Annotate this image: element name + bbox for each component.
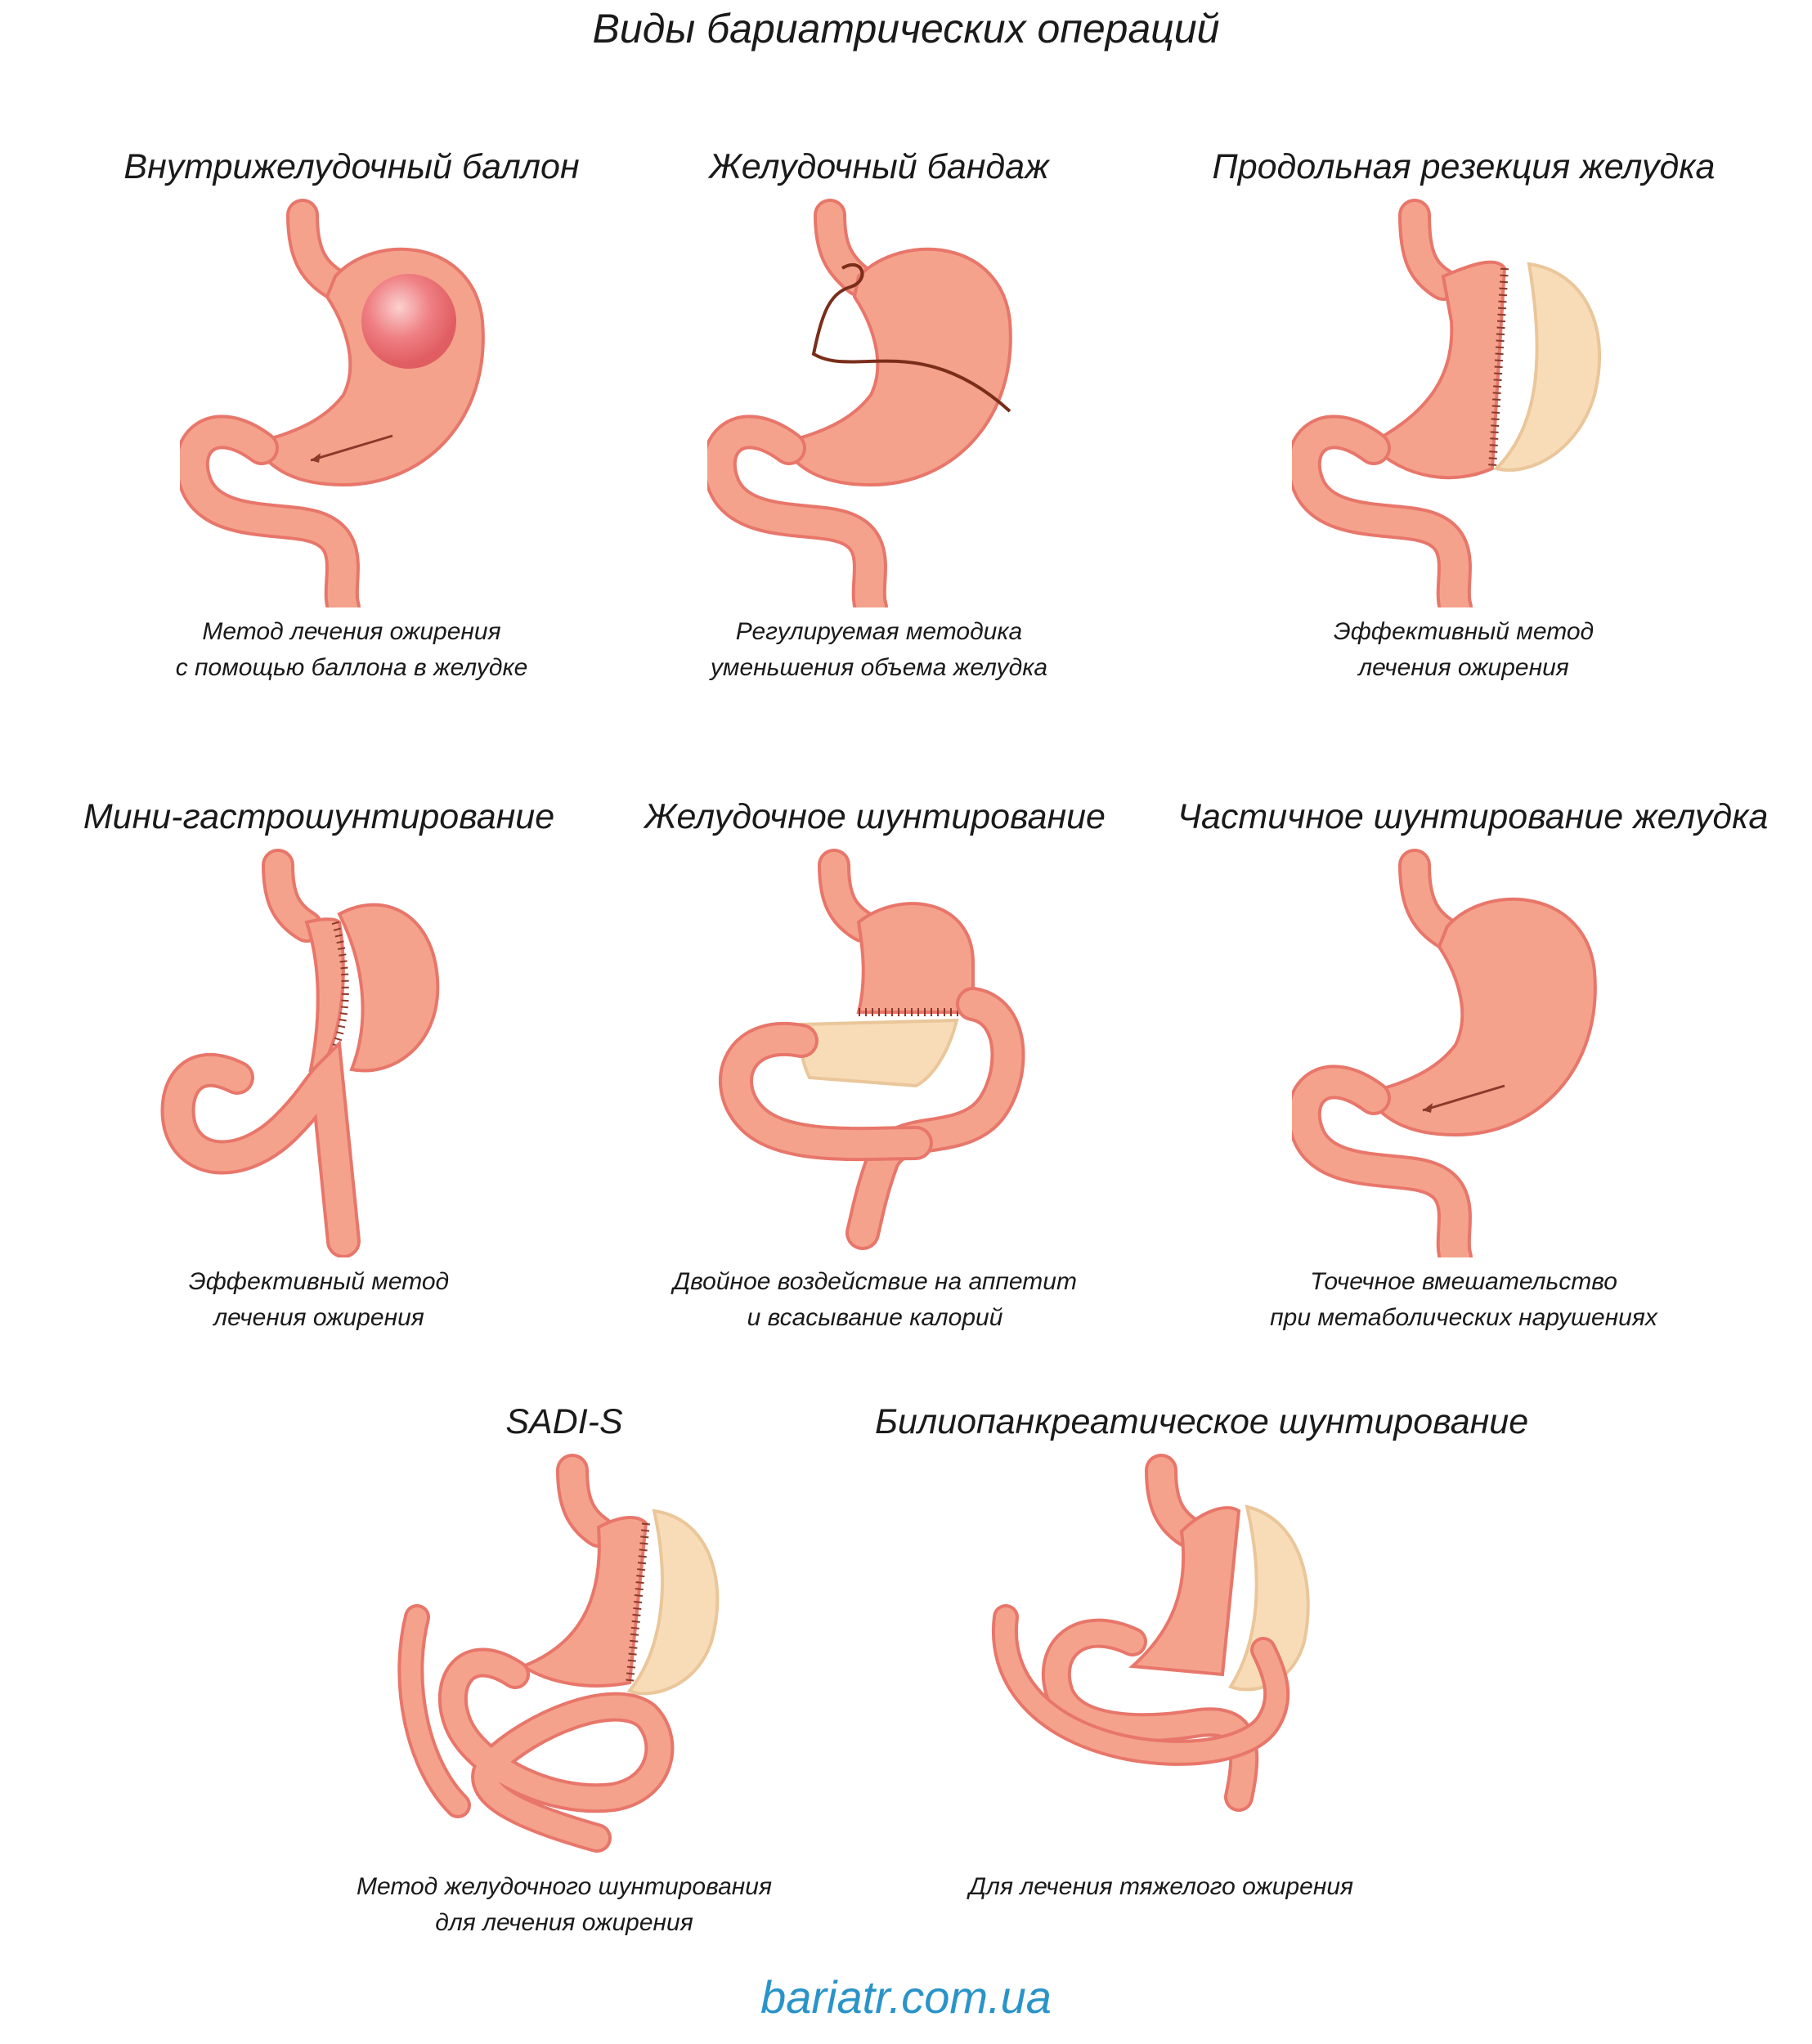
caption-line: и всасывание калорий bbox=[747, 1304, 1003, 1331]
caption-line: Двойное воздействие на аппетит bbox=[673, 1268, 1077, 1295]
panel-partial-gastric-bypass: Частичное шунтирование желудка Точечное … bbox=[1177, 797, 1769, 1336]
caption-line: при метаболических нарушениях bbox=[1270, 1304, 1657, 1331]
panel-title: Продольная резекция желудка bbox=[1212, 147, 1716, 186]
panel-sleeve-gastrectomy: Продольная резекция желудка Эффективный … bbox=[1177, 147, 1750, 686]
panel-gastric-band: Желудочный бандаж Регулируемая методика … bbox=[593, 147, 1165, 686]
caption-line: Регулируемая методика bbox=[735, 618, 1023, 645]
caption-line: Метод лечения ожирения bbox=[202, 618, 501, 645]
stomach-illustration bbox=[397, 1454, 720, 1853]
panel-biliopancreatic-diversion: Билиопанкреатическое шунтирование Для ле… bbox=[875, 1402, 1529, 1905]
stomach-illustration bbox=[1292, 199, 1602, 607]
panel-title: SADI-S bbox=[505, 1402, 623, 1441]
panel-title: Желудочное шунтирование bbox=[644, 797, 1106, 836]
caption-line: Точечное вмешательство bbox=[1310, 1268, 1617, 1295]
panel-mini-gastric-bypass: Мини-гастрошунтирование Эффективный мето… bbox=[33, 797, 605, 1336]
panel-title: Мини-гастрошунтирование bbox=[83, 797, 555, 836]
stomach-illustration bbox=[707, 199, 1012, 607]
stomach-illustration bbox=[160, 849, 440, 1257]
caption-line: Для лечения тяжелого ожирения bbox=[968, 1873, 1354, 1900]
panel-title: Внутрижелудочный баллон bbox=[123, 147, 580, 186]
panel-title: Желудочный бандаж bbox=[709, 147, 1049, 186]
caption-line: с помощью баллона в желудке bbox=[175, 654, 528, 681]
panel-gastric-bypass: Желудочное шунтирование Двойное воздейст… bbox=[589, 797, 1161, 1336]
caption-line: для лечения ожирения bbox=[435, 1909, 693, 1936]
caption-line: Эффективный метод bbox=[1333, 618, 1594, 645]
stomach-illustration bbox=[991, 1454, 1310, 1812]
panel-sadi-s: SADI-S Метод желудочного шунтирования дл… bbox=[278, 1402, 850, 1941]
caption-line: уменьшения объема желудка bbox=[710, 654, 1048, 681]
caption-line: Метод желудочного шунтирования bbox=[357, 1873, 772, 1900]
panel-title: Билиопанкреатическое шунтирование bbox=[875, 1402, 1529, 1441]
panel-title: Частичное шунтирование желудка bbox=[1177, 797, 1769, 836]
stomach-illustration bbox=[1292, 849, 1597, 1257]
caption-line: Эффективный метод bbox=[188, 1268, 450, 1295]
page-title: Виды бариатрических операций bbox=[592, 6, 1220, 52]
caption-line: лечения ожирения bbox=[213, 1304, 424, 1331]
stomach-illustration bbox=[719, 849, 1025, 1250]
panel-intragastric-balloon: Внутрижелудочный баллон Метод лечения ож… bbox=[65, 147, 638, 686]
site-link[interactable]: bariatr.com.ua bbox=[760, 1971, 1052, 2023]
stomach-illustration bbox=[180, 199, 485, 607]
caption-line: лечения ожирения bbox=[1358, 654, 1569, 681]
